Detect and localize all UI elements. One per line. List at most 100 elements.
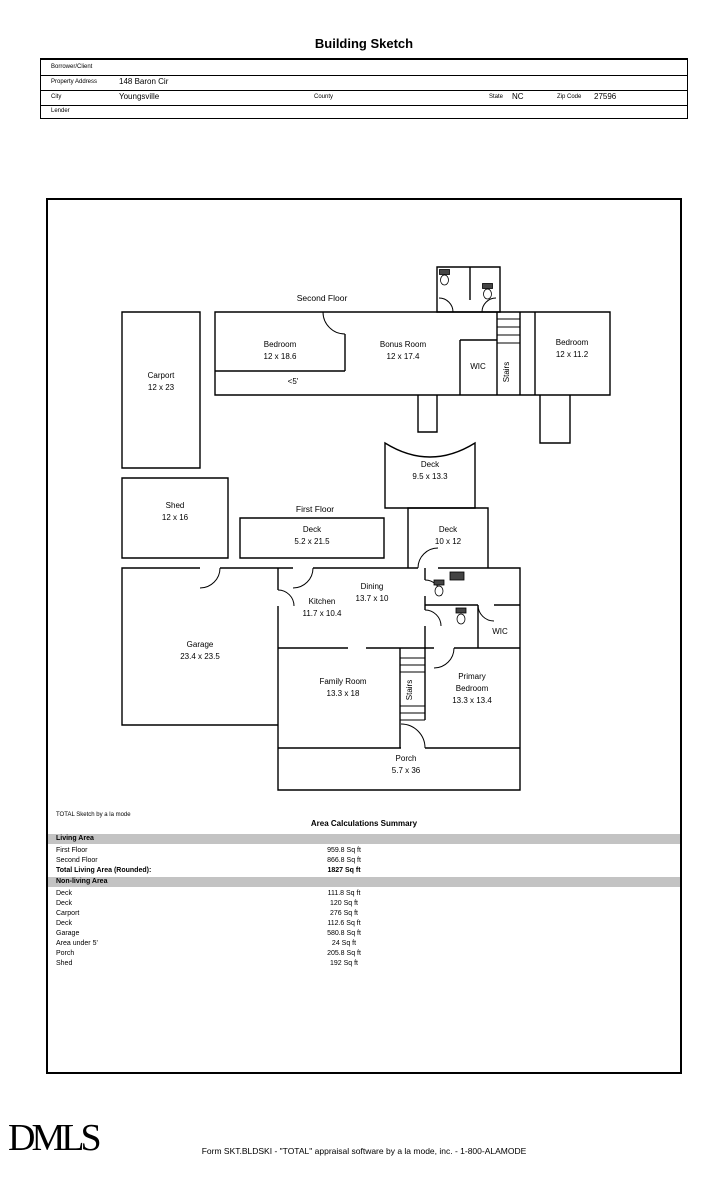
garage-dims: 23.4 x 23.5 xyxy=(180,652,220,661)
first-floor-label: First Floor xyxy=(296,504,334,514)
area-row-value: 192 Sq ft xyxy=(329,960,359,967)
total-living-area-row: Total Living Area (Rounded): 1827 Sq ft xyxy=(48,866,680,876)
bonus-room-name: Bonus Room xyxy=(380,340,427,349)
area-row-name: Carport xyxy=(56,910,80,917)
area-row-name: Second Floor xyxy=(56,857,98,864)
bedroom-left-dims: 12 x 18.6 xyxy=(264,352,297,361)
porch-dims: 5.7 x 36 xyxy=(392,766,421,775)
deck-side-outline xyxy=(407,507,489,568)
area-row-name: Area under 5' xyxy=(56,940,98,947)
door-arc xyxy=(438,297,454,313)
bonus-room-dims: 12 x 17.4 xyxy=(387,352,420,361)
porch-outline xyxy=(277,748,521,791)
area-row-value: 111.8 Sq ft xyxy=(327,890,361,897)
area-row-name: First Floor xyxy=(56,847,88,854)
area-row-value: 205.8 Sq ft xyxy=(327,950,361,957)
toilet-icon xyxy=(482,283,493,300)
area-row-name: Deck xyxy=(56,890,72,897)
primary-bedroom-line1: Primary xyxy=(458,672,486,681)
area-row: First Floor 959.8 Sq ft xyxy=(48,846,680,856)
stair-treads xyxy=(400,318,520,721)
area-row-value: 276 Sq ft xyxy=(329,910,359,917)
under5-label: <5' xyxy=(288,377,299,386)
shed-name: Shed xyxy=(166,501,185,510)
area-row: Garage 580.8 Sq ft xyxy=(48,929,680,939)
state-value: NC xyxy=(512,92,524,101)
bathroom-fixtures xyxy=(433,269,493,625)
bedroom-right-name: Bedroom xyxy=(556,338,589,347)
deck-upper-name: Deck xyxy=(421,460,440,469)
door-arc xyxy=(417,547,439,569)
chimney-tab xyxy=(417,395,438,433)
second-floor-label: Second Floor xyxy=(297,293,348,303)
walls xyxy=(121,266,611,791)
wic2-label: WIC xyxy=(470,362,486,371)
treads-first-floor xyxy=(400,657,425,721)
form-id-line: Form SKT.BLDSKI - "TOTAL" appraisal soft… xyxy=(201,1146,527,1156)
area-row-name: Deck xyxy=(56,920,72,927)
family-room-dims: 13.3 x 18 xyxy=(327,689,360,698)
door-arc xyxy=(433,647,455,669)
city-value: Youngsville xyxy=(119,92,160,101)
deck-side-dims: 10 x 12 xyxy=(435,537,462,546)
bedroom-right-dims: 12 x 11.2 xyxy=(556,350,589,359)
carport-name: Carport xyxy=(148,371,175,380)
area-row: Second Floor 866.8 Sq ft xyxy=(48,856,680,866)
lender-label: Lender xyxy=(51,108,70,114)
area-summary-title: Area Calculations Summary xyxy=(310,819,418,828)
stairwell-tab xyxy=(539,395,571,444)
property-info-table: Borrower/Client Property Address 148 Bar… xyxy=(40,58,688,119)
wic1-walls xyxy=(425,604,520,648)
deck-side-name: Deck xyxy=(439,525,458,534)
primary-bedroom-line2: Bedroom xyxy=(456,684,489,693)
stairs2-walls xyxy=(496,312,536,395)
city-label: City xyxy=(51,94,62,100)
door-arc xyxy=(477,604,495,622)
area-row-value: 120 Sq ft xyxy=(329,900,359,907)
area-row-value: 1827 Sq ft xyxy=(327,867,361,874)
county-label: County xyxy=(314,94,334,100)
table-divider xyxy=(41,75,687,76)
door-arc xyxy=(481,297,497,313)
zip-value: 27596 xyxy=(594,92,617,101)
vanity-icon xyxy=(449,571,465,581)
area-row-value: 866.8 Sq ft xyxy=(327,857,361,864)
stairs1-label: Stairs xyxy=(405,680,414,700)
deck-upper-outline xyxy=(384,441,476,509)
dining-dims: 13.7 x 10 xyxy=(356,594,389,603)
door-arc xyxy=(199,567,221,589)
living-area-header: Living Area xyxy=(48,834,680,844)
table-divider xyxy=(41,105,687,106)
toilet-icon xyxy=(439,269,450,286)
area-row: Carport 276 Sq ft xyxy=(48,909,680,919)
deck-back-name: Deck xyxy=(303,525,322,534)
area-row: Deck 112.6 Sq ft xyxy=(48,919,680,929)
area-row-name: Total Living Area (Rounded): xyxy=(56,867,152,874)
garage-outline xyxy=(121,567,278,726)
sketch-area: Second Floor Bedroom 12 x 18.6 Bonus Roo… xyxy=(46,198,682,1074)
door-arc xyxy=(424,609,442,627)
kitchen-name: Kitchen xyxy=(309,597,336,606)
area-row: Shed 192 Sq ft xyxy=(48,959,680,969)
house-outline xyxy=(277,567,521,749)
property-address-label: Property Address xyxy=(51,79,98,85)
area-row-name: Garage xyxy=(56,930,80,937)
bedroom-left-name: Bedroom xyxy=(264,340,297,349)
carport-outline xyxy=(121,311,201,469)
second-floor-bath-outline xyxy=(436,266,501,313)
area-row: Deck 111.8 Sq ft xyxy=(48,889,680,899)
sketch-watermark: TOTAL Sketch by a la mode xyxy=(56,812,131,818)
area-row-value: 112.6 Sq ft xyxy=(327,920,361,927)
bedroom-wall xyxy=(215,334,346,372)
dining-name: Dining xyxy=(361,582,384,591)
nonliving-area-header: Non-living Area xyxy=(48,877,680,887)
carport-dims: 12 x 23 xyxy=(148,383,175,392)
treads-second-floor xyxy=(497,318,520,344)
shed-dims: 12 x 16 xyxy=(162,513,189,522)
toilet-icon xyxy=(433,579,445,597)
shed-outline xyxy=(121,477,229,559)
area-row-value: 959.8 Sq ft xyxy=(327,847,361,854)
area-row: Area under 5' 24 Sq ft xyxy=(48,939,680,949)
area-row-value: 24 Sq ft xyxy=(331,940,357,947)
